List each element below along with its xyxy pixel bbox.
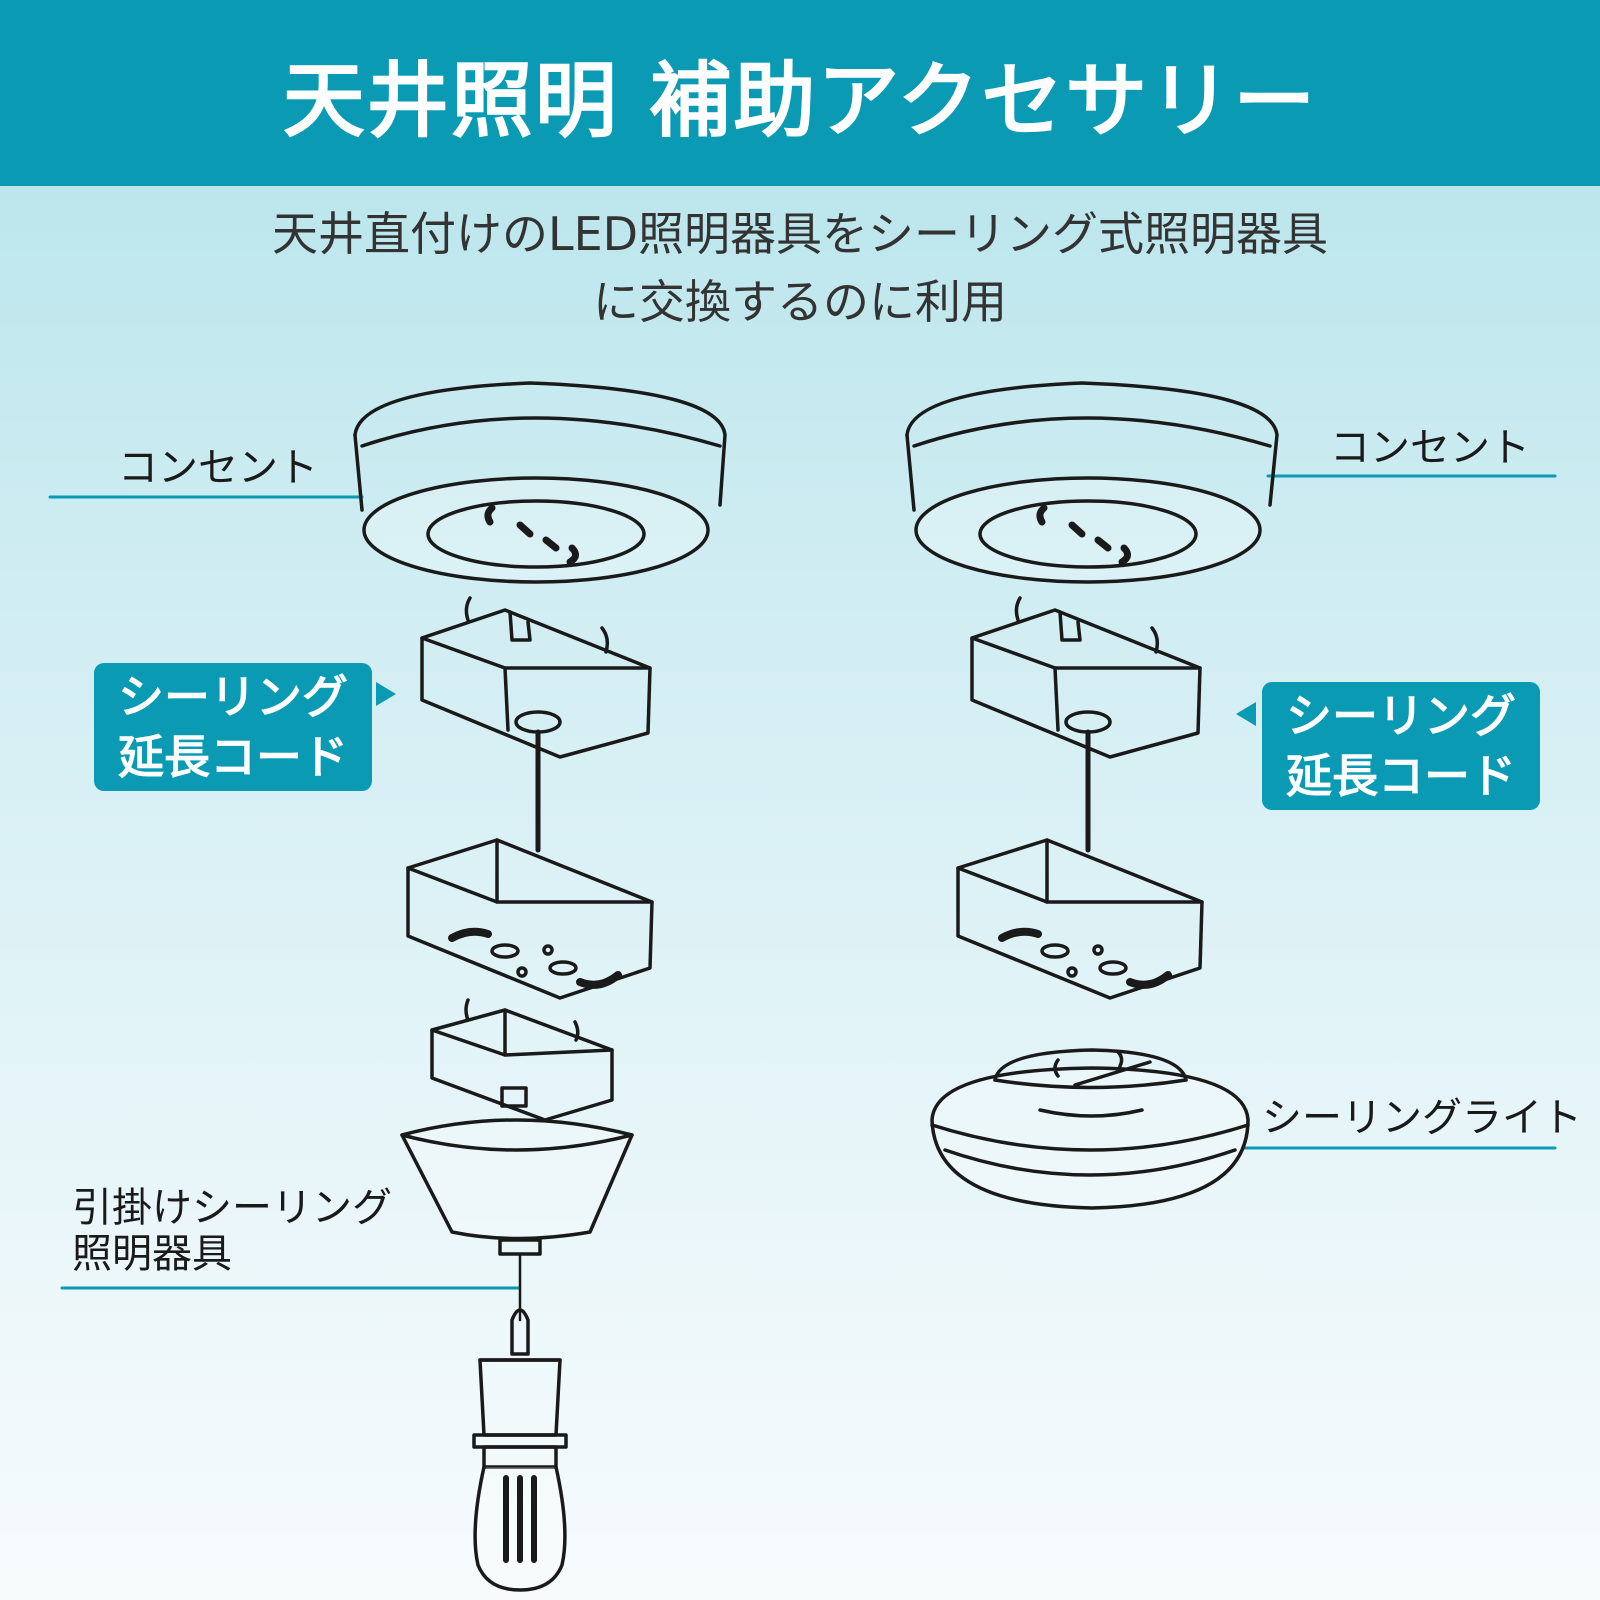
leader-lines — [48, 474, 1557, 1290]
right-badge-line-2: 延長コード — [1286, 749, 1516, 803]
left-badge-pointer — [376, 682, 396, 706]
left-extension-cord-badge: シーリング 延長コード — [94, 663, 372, 791]
right-badge-pointer — [1236, 702, 1256, 726]
right-extension-cord-badge: シーリング 延長コード — [1262, 682, 1540, 810]
page-title: 天井照明 補助アクセサリー — [282, 53, 1318, 149]
right-cord-lower-box — [956, 838, 1204, 1000]
subtitle: 天井直付けのLED照明器具をシーリング式照明器具 に交換するのに利用 — [0, 200, 1600, 336]
subtitle-line-2: に交換するのに利用 — [593, 275, 1007, 329]
left-outlet-label: コンセント — [118, 445, 318, 491]
pendant-label-line-2: 照明器具 — [72, 1231, 232, 1277]
right-badge-line-1: シーリング — [1286, 689, 1516, 743]
pendant-fixture-label: 引掛けシーリング 照明器具 — [72, 1185, 392, 1277]
left-badge-line-1: シーリング — [118, 670, 348, 724]
subtitle-line-1: 天井直付けのLED照明器具をシーリング式照明器具 — [271, 207, 1329, 261]
ceiling-light-label: シーリングライト — [1262, 1095, 1582, 1141]
left-cord-upper-box — [420, 596, 652, 853]
header-banner: 天井照明 補助アクセサリー — [0, 0, 1600, 186]
left-cord-lower-box — [406, 838, 654, 1000]
right-cord-upper-box — [970, 596, 1202, 853]
right-outlet-label: コンセント — [1330, 425, 1530, 471]
right-ceiling-outlet — [905, 381, 1279, 584]
left-pendant-fixture — [400, 998, 634, 1592]
left-badge-line-2: 延長コード — [118, 730, 348, 784]
right-ceiling-light — [930, 1048, 1250, 1210]
pendant-label-line-1: 引掛けシーリング — [72, 1185, 392, 1231]
left-ceiling-outlet — [353, 381, 727, 584]
